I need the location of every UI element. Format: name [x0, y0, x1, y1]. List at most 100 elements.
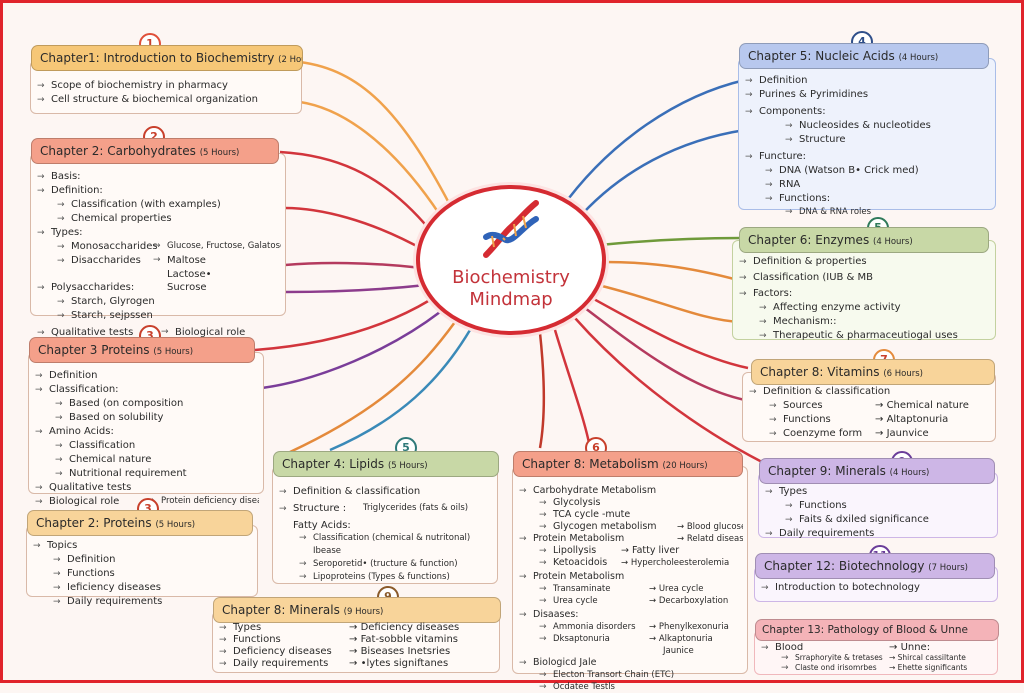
ch8v-item: →Coenzyme form→ Jaunvice	[769, 428, 929, 439]
ch8m-item: →Glycolysis	[539, 497, 601, 508]
chapter-8-metabolism-card[interactable]: 6 Chapter 8: Metabolism (20 Hours) →Carb…	[512, 437, 748, 692]
link-ch3b	[261, 311, 441, 390]
ch4-item: →Structure :Triglycerides (fats & oils)	[279, 503, 469, 514]
ch2b-item: →Definition	[53, 554, 116, 565]
ch2-item: →Starch, Glyrogen	[57, 296, 155, 307]
ch6-item: →Classification (IUB & MB	[739, 272, 874, 283]
chapter-1-hours: (2 Hours)	[278, 55, 302, 65]
chapter-4-header[interactable]: Chapter 4: Lipids (5 Hours)	[273, 451, 499, 477]
chapter-12-header[interactable]: Chapter 12: Biotechnology (7 Hours)	[755, 553, 995, 579]
link-ch3	[254, 298, 431, 352]
ch2-item: →Disaccharides→Maltose	[57, 255, 206, 266]
ch2-item: →Chemical properties	[57, 213, 172, 224]
chapter-3-proteins-card[interactable]: 3 Chapter 3 Proteins (5 Hours) →Definiti…	[28, 325, 264, 507]
ch2-item: →Monosaccharides→Glucose, Fructose, Gala…	[57, 241, 281, 252]
chapter-8-metabolism-header[interactable]: Chapter 8: Metabolism (20 Hours)	[513, 451, 743, 477]
ch8m-item: →Ammonia disorders→ Phenylkexonuria	[539, 622, 729, 632]
central-title-line2: Mindmap	[469, 289, 553, 310]
chapter-8-vitamins-hours: (6 Hours)	[883, 369, 923, 379]
chapter-2b-header[interactable]: Chapter 2: Proteins (5 Hours)	[27, 510, 253, 536]
ch2-item: →Definition:	[37, 185, 103, 196]
chapter-13-header[interactable]: Chapter 13: Pathology of Blood & Unne	[755, 619, 999, 641]
link-ch2b	[284, 206, 425, 252]
ch3-item: →Qualitative tests	[35, 482, 132, 493]
ch3-item: →Amino Acids:	[35, 426, 114, 437]
chapter-9-header[interactable]: Chapter 9: Minerals (4 Hours)	[759, 458, 995, 484]
chapter-2-title: Chapter 2: Carbohydrates	[40, 144, 196, 158]
ch4-item: Ibease	[313, 546, 341, 556]
ch6-item: →Definition & properties	[739, 256, 867, 267]
chapter-9-title: Chapter 9: Minerals	[768, 464, 886, 478]
chapter-13-pathology-card[interactable]: Chapter 13: Pathology of Blood & Unne →B…	[754, 619, 999, 675]
chapter-8-vitamins-header[interactable]: Chapter 8: Vitamins (6 Hours)	[751, 359, 995, 385]
ch3-item: →Classification:	[35, 384, 119, 395]
chapter-9-minerals-card[interactable]: 9 Chapter 9: Minerals (4 Hours) →Types →…	[758, 451, 998, 539]
link-ch4b	[289, 321, 457, 454]
ch8min-item: →Daily requirements→ •lytes signiftanes	[219, 658, 449, 669]
link-ch6m	[553, 329, 592, 449]
link-ch6	[599, 236, 743, 247]
chapter-4-title: Chapter 4: Lipids	[282, 457, 385, 471]
link-ch2c	[284, 261, 423, 270]
ch2-item: →Basis:	[37, 171, 81, 182]
link-ch2	[279, 150, 431, 231]
link-ch8b	[584, 307, 746, 402]
ch4-item: →Classification (chemical & nutritonal)	[299, 533, 471, 543]
ch5-item: →DNA (Watson B• Crick med)	[765, 165, 919, 176]
chapter-2-header[interactable]: Chapter 2: Carbohydrates (5 Hours)	[31, 138, 279, 164]
ch6-item: →Therapeutic & pharmaceutiogal uses	[759, 330, 958, 341]
ch8m-item: →Dksaptonuria→ Alkaptonuria	[539, 634, 713, 644]
ch4-item: →Definition & classification	[279, 486, 421, 497]
chapter-1-card[interactable]: 1 Chapter1: Introduction to Biochemistry…	[30, 33, 303, 114]
chapter-5-header[interactable]: Chapter 5: Nucleic Acids (4 Hours)	[739, 43, 989, 69]
ch1-item: →Cell structure & biochemical organizati…	[37, 94, 258, 105]
central-topic[interactable]: Biochemistry Mindmap	[416, 185, 606, 335]
ch4-item: →Lipoproteins (Types & functions)	[299, 572, 450, 582]
chapter-8-minerals-card[interactable]: 9 Chapter 8: Minerals (9 Hours) →Types→ …	[212, 586, 501, 673]
ch3-item: →Chemical nature	[55, 454, 152, 465]
ch5-item: →Functions:	[765, 193, 831, 204]
ch6-item: →Factors:	[739, 288, 793, 299]
ch2-item: →Types:	[37, 227, 83, 238]
ch9-item: →Types	[765, 486, 808, 497]
ch5-item: →Components:	[745, 106, 826, 117]
ch5-item: →Functure:	[745, 151, 807, 162]
dna-helix-icon	[483, 200, 539, 258]
chapter-6-header[interactable]: Chapter 6: Enzymes (4 Hours)	[739, 227, 989, 253]
ch5-item: →Definition	[745, 75, 808, 86]
chapter-12-biotechnology-card[interactable]: 11 Chapter 12: Biotechnology (7 Hours) →…	[754, 545, 998, 602]
ch2-item: →Starch, sejpssen	[57, 310, 153, 321]
chapter-8-vitamins-card[interactable]: 7 Chapter 8: Vitamins (6 Hours) →Definit…	[742, 349, 996, 442]
ch2b-item: →Functions	[53, 568, 115, 579]
chapter-2-proteins-card[interactable]: 3 Chapter 2: Proteins (5 Hours) →Topics …	[26, 498, 258, 607]
ch8m-item: →Urea cycle→ Decarboxylation	[539, 596, 729, 606]
ch5-item: →RNA	[765, 179, 801, 190]
ch5-item: →DNA & RNA roles	[785, 207, 872, 217]
chapter-5-nucleic-acids-card[interactable]: 4 Chapter 5: Nucleic Acids (4 Hours) →De…	[738, 31, 996, 217]
chapter-3-header[interactable]: Chapter 3 Proteins (5 Hours)	[29, 337, 255, 363]
ch8m-item: Jaunice	[663, 646, 694, 656]
ch6-item: →Affecting enzyme activity	[759, 302, 901, 313]
chapter-8-vitamins-title: Chapter 8: Vitamins	[760, 365, 880, 379]
chapter-6-hours: (4 Hours)	[873, 237, 913, 247]
chapter-1-header[interactable]: Chapter1: Introduction to Biochemistry (…	[31, 45, 303, 71]
chapter-8-minerals-header[interactable]: Chapter 8: Minerals (9 Hours)	[213, 597, 501, 623]
chapter-6-enzymes-card[interactable]: 5 Chapter 6: Enzymes (4 Hours) →Definiti…	[732, 217, 996, 341]
ch3-item: →Based on solubility	[55, 412, 164, 423]
ch8m-item: →Electon Transort Chain (ETC)	[539, 670, 675, 680]
link-ch1b	[299, 100, 442, 216]
link-ch5	[558, 78, 746, 211]
ch12-item: →Introduction to botechnology	[761, 582, 920, 593]
chapter-2-carbohydrates-card[interactable]: 2 Chapter 2: Carbohydrates (5 Hours) →Ba…	[30, 126, 286, 338]
ch8v-item: →Sources→ Chemical nature	[769, 400, 969, 411]
ch5-item: →Nucleosides & nucleotides	[785, 120, 931, 131]
ch8m-item: →Biologicd Jale	[519, 657, 597, 668]
chapter-4-lipids-card[interactable]: 5 Chapter 4: Lipids (5 Hours) →Definitio…	[272, 437, 499, 584]
chapter-3-hours: (5 Hours)	[153, 347, 194, 357]
chapter-13-title: Chapter 13: Pathology of Blood & Unne	[762, 624, 969, 636]
ch8v-item: →Functions→ Altaptonuria	[769, 414, 949, 425]
ch2-item: →Qualitative tests→Biological role	[37, 327, 246, 338]
ch9-item: →Daily requirements	[765, 528, 875, 539]
chapter-6-title: Chapter 6: Enzymes	[748, 233, 870, 247]
